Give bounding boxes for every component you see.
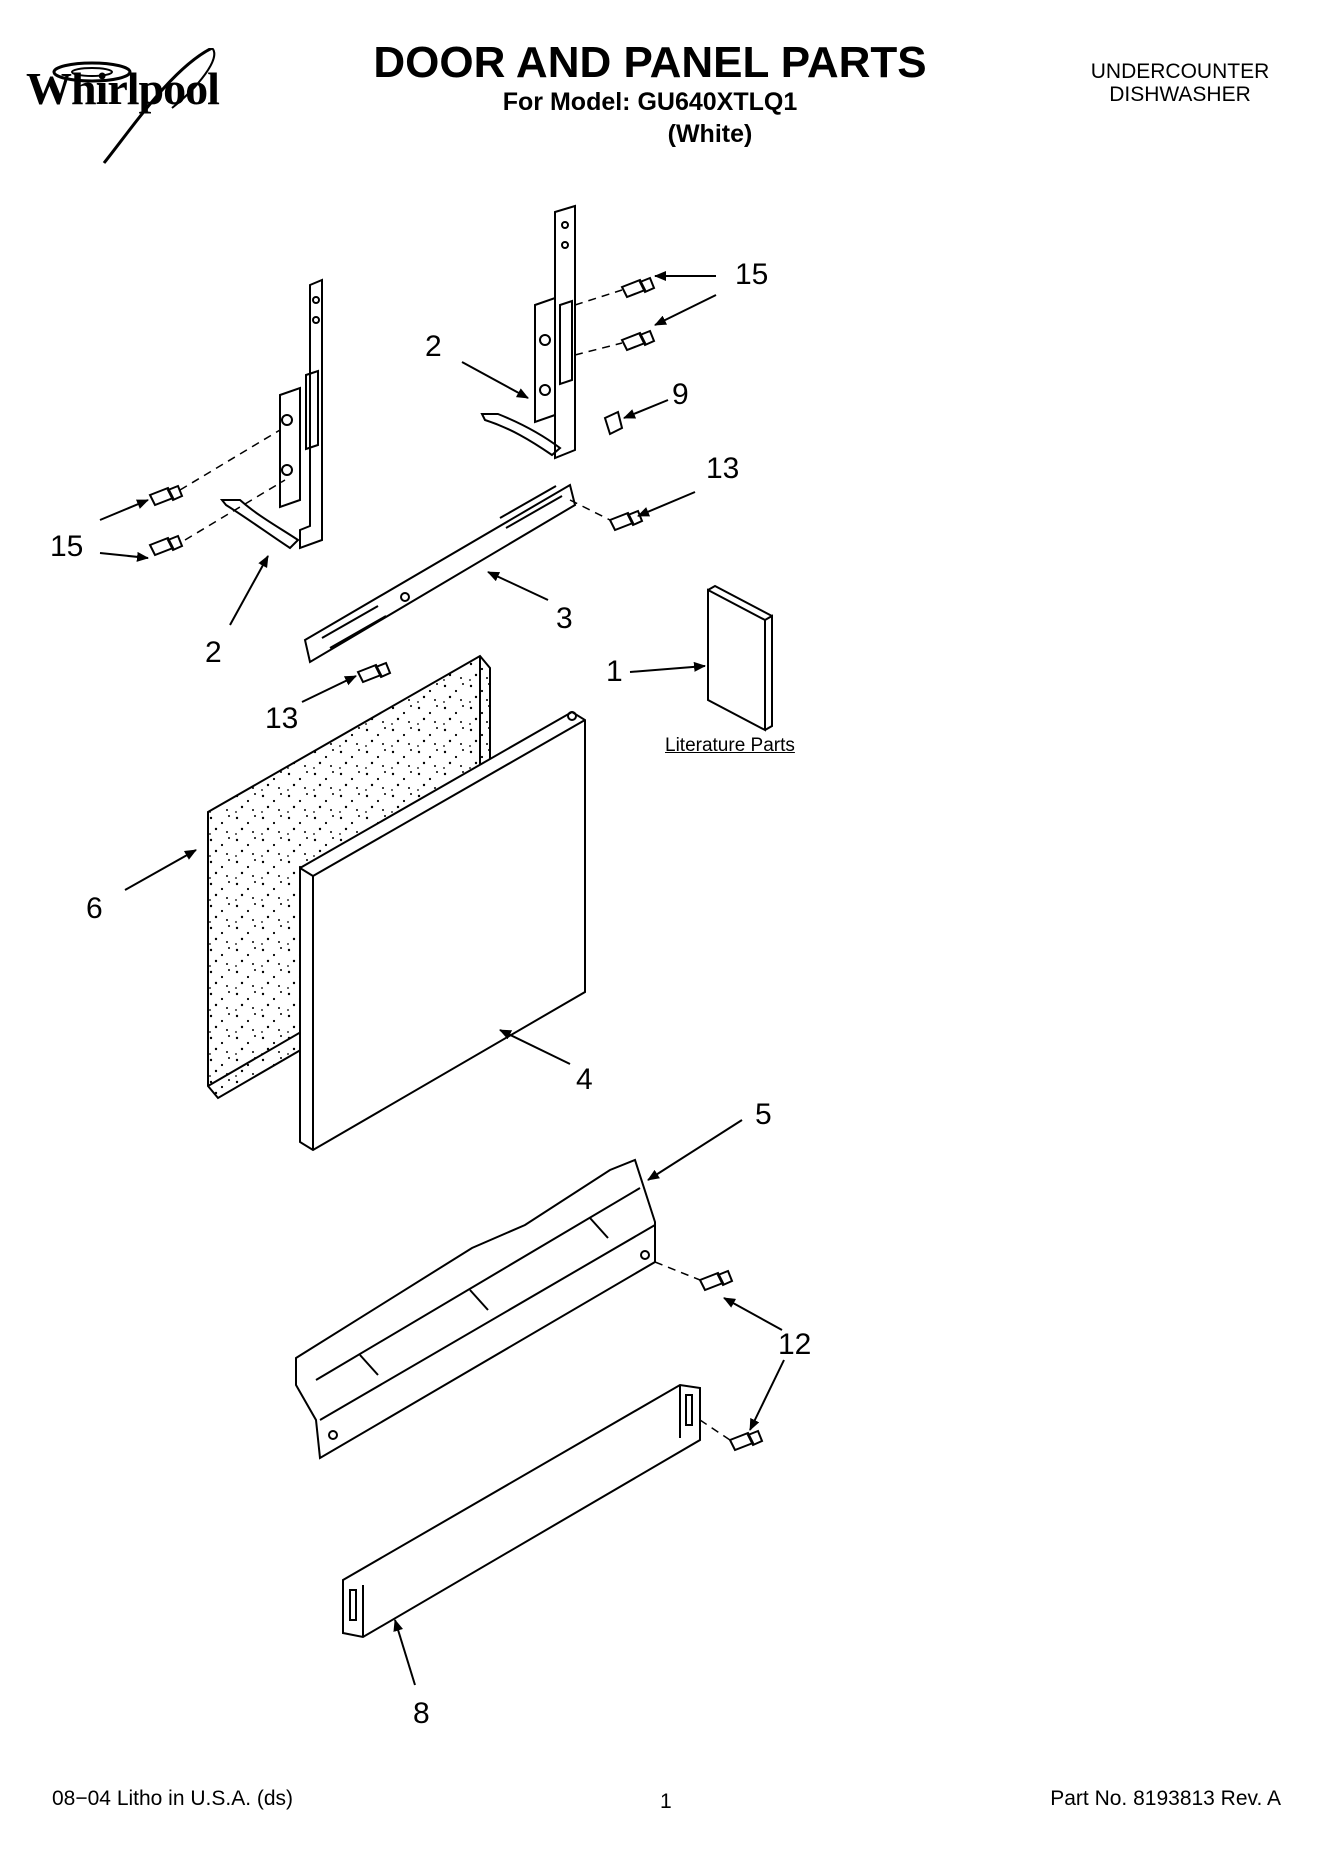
leader-15-left-a [100, 500, 149, 520]
leader-8 [393, 1619, 415, 1685]
screw-12-b [730, 1431, 762, 1450]
page-number: 1 [660, 1790, 672, 1813]
kick-plate [343, 1385, 700, 1637]
clip-9 [605, 412, 622, 434]
screw-13-left [358, 663, 390, 682]
callout-13-right: 13 [706, 452, 740, 485]
product-type: UNDERCOUNTER DISHWASHER [1080, 60, 1280, 106]
leader-9 [623, 400, 668, 418]
callout-13-left: 13 [265, 702, 299, 735]
callout-5: 5 [755, 1098, 772, 1131]
callout-15-left: 15 [50, 530, 84, 563]
door-panel [300, 712, 585, 1150]
brand-logo [22, 46, 262, 168]
callout-1: 1 [606, 655, 623, 688]
literature-parts-label: Literature Parts [665, 735, 795, 756]
callout-15-top: 15 [735, 258, 769, 291]
screw-15-left-b [150, 536, 182, 555]
leader-12-a [723, 1298, 782, 1330]
logo-swoosh-icon [52, 46, 216, 164]
hinge-bracket-right [482, 206, 575, 458]
hinge-bracket-left [222, 280, 322, 548]
leader-15-top-b [654, 295, 716, 325]
callout-3: 3 [556, 602, 573, 635]
screw-12-a [700, 1271, 732, 1290]
callout-4: 4 [576, 1063, 593, 1096]
screw-15-top-b [622, 331, 654, 350]
leader-arrows [100, 271, 784, 1685]
leader-4 [499, 1030, 570, 1064]
leader-2-left [230, 555, 268, 625]
callout-12: 12 [778, 1328, 812, 1361]
leader-5 [647, 1120, 742, 1180]
callout-6: 6 [86, 892, 103, 925]
model-subtitle: For Model: GU640XTLQ1 [502, 88, 798, 116]
door-mounting-bar [305, 485, 575, 662]
footer-part-number: Part No. 8193813 Rev. A [1050, 1787, 1281, 1810]
callout-8: 8 [413, 1697, 430, 1730]
product-type-line2: DISHWASHER [1109, 83, 1251, 106]
literature-parts-booklet [708, 586, 772, 730]
screw-15-top-a [622, 278, 654, 297]
brand-name: Whirlpool [26, 63, 220, 114]
leader-13-right [637, 492, 695, 516]
callout-2-top: 2 [425, 330, 442, 363]
leader-13-left [302, 676, 357, 702]
leader-6 [125, 850, 197, 890]
color-variant: (White) [667, 120, 753, 148]
product-type-line1: UNDERCOUNTER [1090, 60, 1270, 83]
leader-12-b [750, 1360, 784, 1431]
screw-13-right [610, 511, 642, 530]
leader-3 [487, 572, 548, 600]
fastener-dash-lines [180, 290, 730, 1440]
callout-9: 9 [672, 378, 689, 411]
leader-2-top [462, 362, 529, 398]
screw-15-left-a [150, 486, 182, 505]
toe-panel [296, 1160, 655, 1458]
leader-1 [630, 661, 706, 672]
leader-15-left-b [100, 551, 149, 562]
footer-litho: 08−04 Litho in U.S.A. (ds) [52, 1787, 294, 1810]
callout-2-left: 2 [205, 636, 222, 669]
page-title: DOOR AND PANEL PARTS [373, 38, 927, 87]
